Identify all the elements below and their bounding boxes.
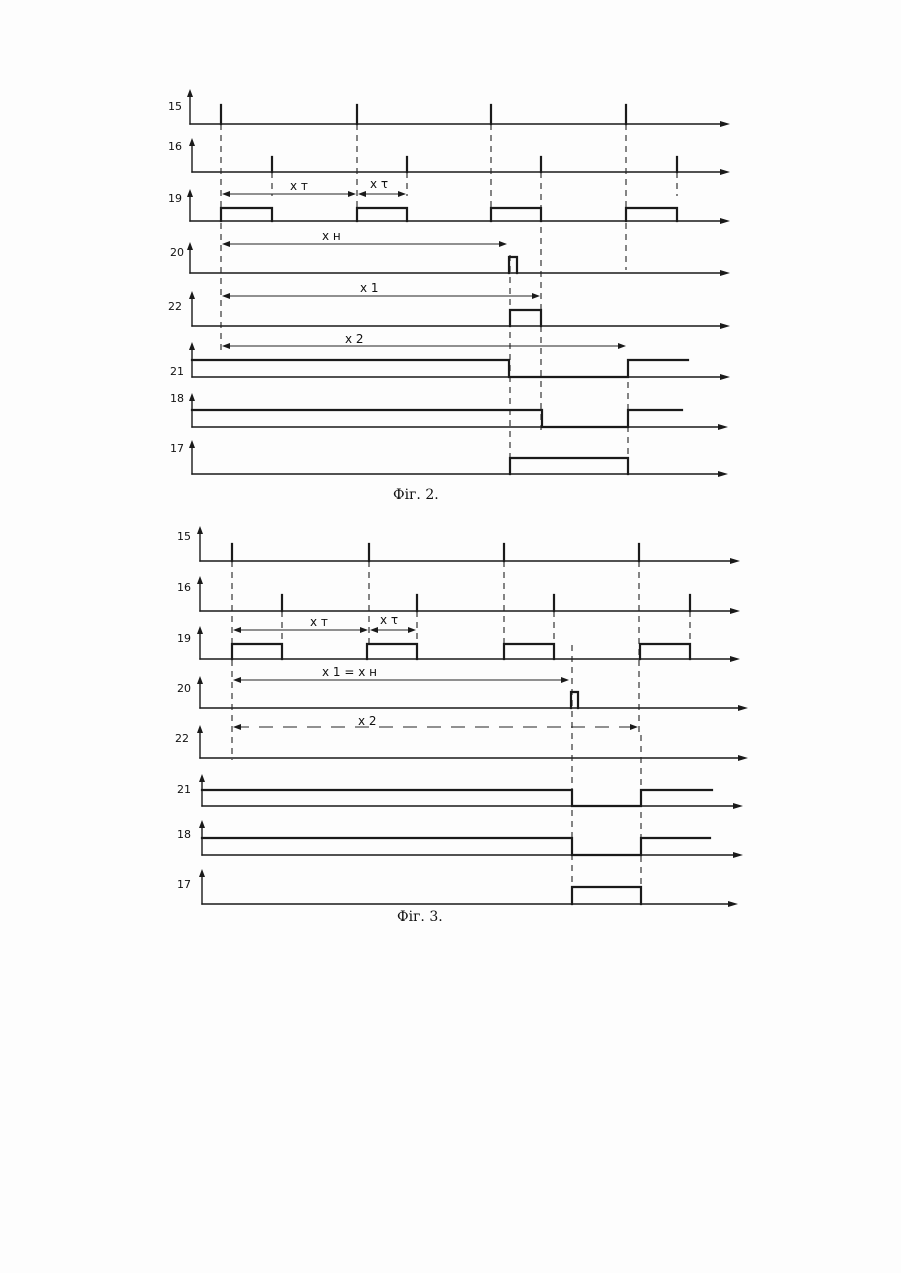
channel-label: 19 [168,192,182,205]
channel-label: 16 [177,581,191,594]
channel-label: 15 [168,100,182,113]
channel-label: 16 [168,140,182,153]
dimension-lines [233,627,638,730]
dashed-guides [221,124,677,472]
dim-label-xn: x н [322,229,341,243]
signal-traces [202,544,712,904]
dim-label-x2: x 2 [345,332,364,346]
channel-label: 18 [177,828,191,841]
figure-2: 15 16 19 20 22 21 18 17 [168,89,730,503]
figure-3: 15 16 19 20 22 21 18 17 [175,526,748,925]
channel-label: 19 [177,632,191,645]
channel-label: 17 [177,878,191,891]
signal-traces [192,105,688,474]
dim-label-xtau: x τ [380,613,398,627]
axes [187,89,730,477]
axes [197,526,748,907]
channel-label: 22 [168,300,182,313]
channel-label: 20 [177,682,191,695]
channel-label: 20 [170,246,184,259]
dim-label-xt: x т [290,179,308,193]
channel-label: 21 [170,365,184,378]
channel-label: 17 [170,442,184,455]
dim-label-x1-xn: x 1 = x н [322,665,377,679]
figure-caption: Фіг. 2. [393,487,439,503]
dim-label-x2: x 2 [358,714,377,728]
channel-label: 22 [175,732,189,745]
channel-label: 18 [170,392,184,405]
figure-caption: Фіг. 3. [397,909,443,925]
channel-label: 21 [177,783,191,796]
dim-label-x1: x 1 [360,281,379,295]
dim-label-xt: x т [310,615,328,629]
channel-label: 15 [177,530,191,543]
dim-label-xtau: x τ [370,177,388,191]
